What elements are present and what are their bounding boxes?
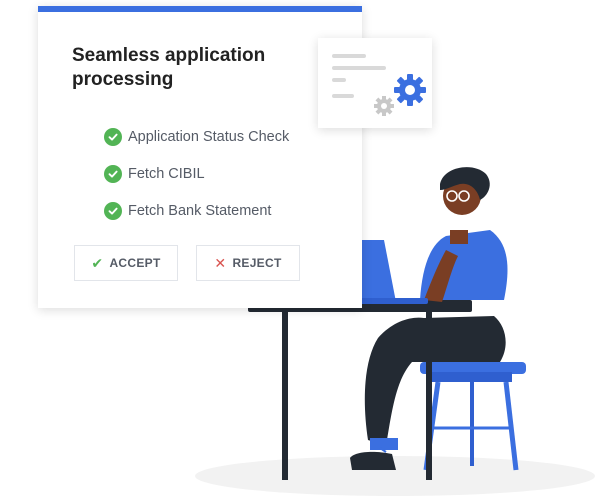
- checklist-item-label: Fetch Bank Statement: [128, 202, 272, 219]
- accept-button-label: ACCEPT: [109, 256, 161, 270]
- accept-button[interactable]: ✔ ACCEPT: [74, 245, 178, 281]
- check-circle-icon: [104, 164, 122, 183]
- person-legs: [350, 316, 506, 470]
- check-circle-icon: [104, 201, 122, 220]
- settings-card-graphic: [332, 54, 426, 116]
- person-head: [440, 167, 490, 215]
- checklist-item: Fetch CIBIL: [104, 155, 289, 192]
- status-checklist: Application Status Check Fetch CIBIL Fet…: [104, 118, 289, 229]
- checklist-item-label: Fetch CIBIL: [128, 165, 205, 182]
- settings-card: [318, 38, 432, 128]
- floor-shadow: [195, 456, 595, 496]
- x-icon: ✕: [214, 254, 227, 271]
- checklist-item: Fetch Bank Statement: [104, 192, 289, 229]
- stool: [420, 362, 526, 471]
- reject-button-label: REJECT: [232, 256, 282, 270]
- small-gear-icon: [374, 96, 394, 116]
- checkmark-icon: ✔: [91, 254, 104, 271]
- application-card: Seamless application processing Applicat…: [38, 6, 362, 308]
- reject-button[interactable]: ✕ REJECT: [196, 245, 300, 281]
- checklist-item: Application Status Check: [104, 118, 289, 155]
- check-circle-icon: [104, 127, 122, 146]
- checklist-item-label: Application Status Check: [128, 128, 290, 145]
- gear-icon: [394, 74, 426, 106]
- person-torso: [420, 230, 508, 302]
- card-title: Seamless application processing: [72, 45, 266, 90]
